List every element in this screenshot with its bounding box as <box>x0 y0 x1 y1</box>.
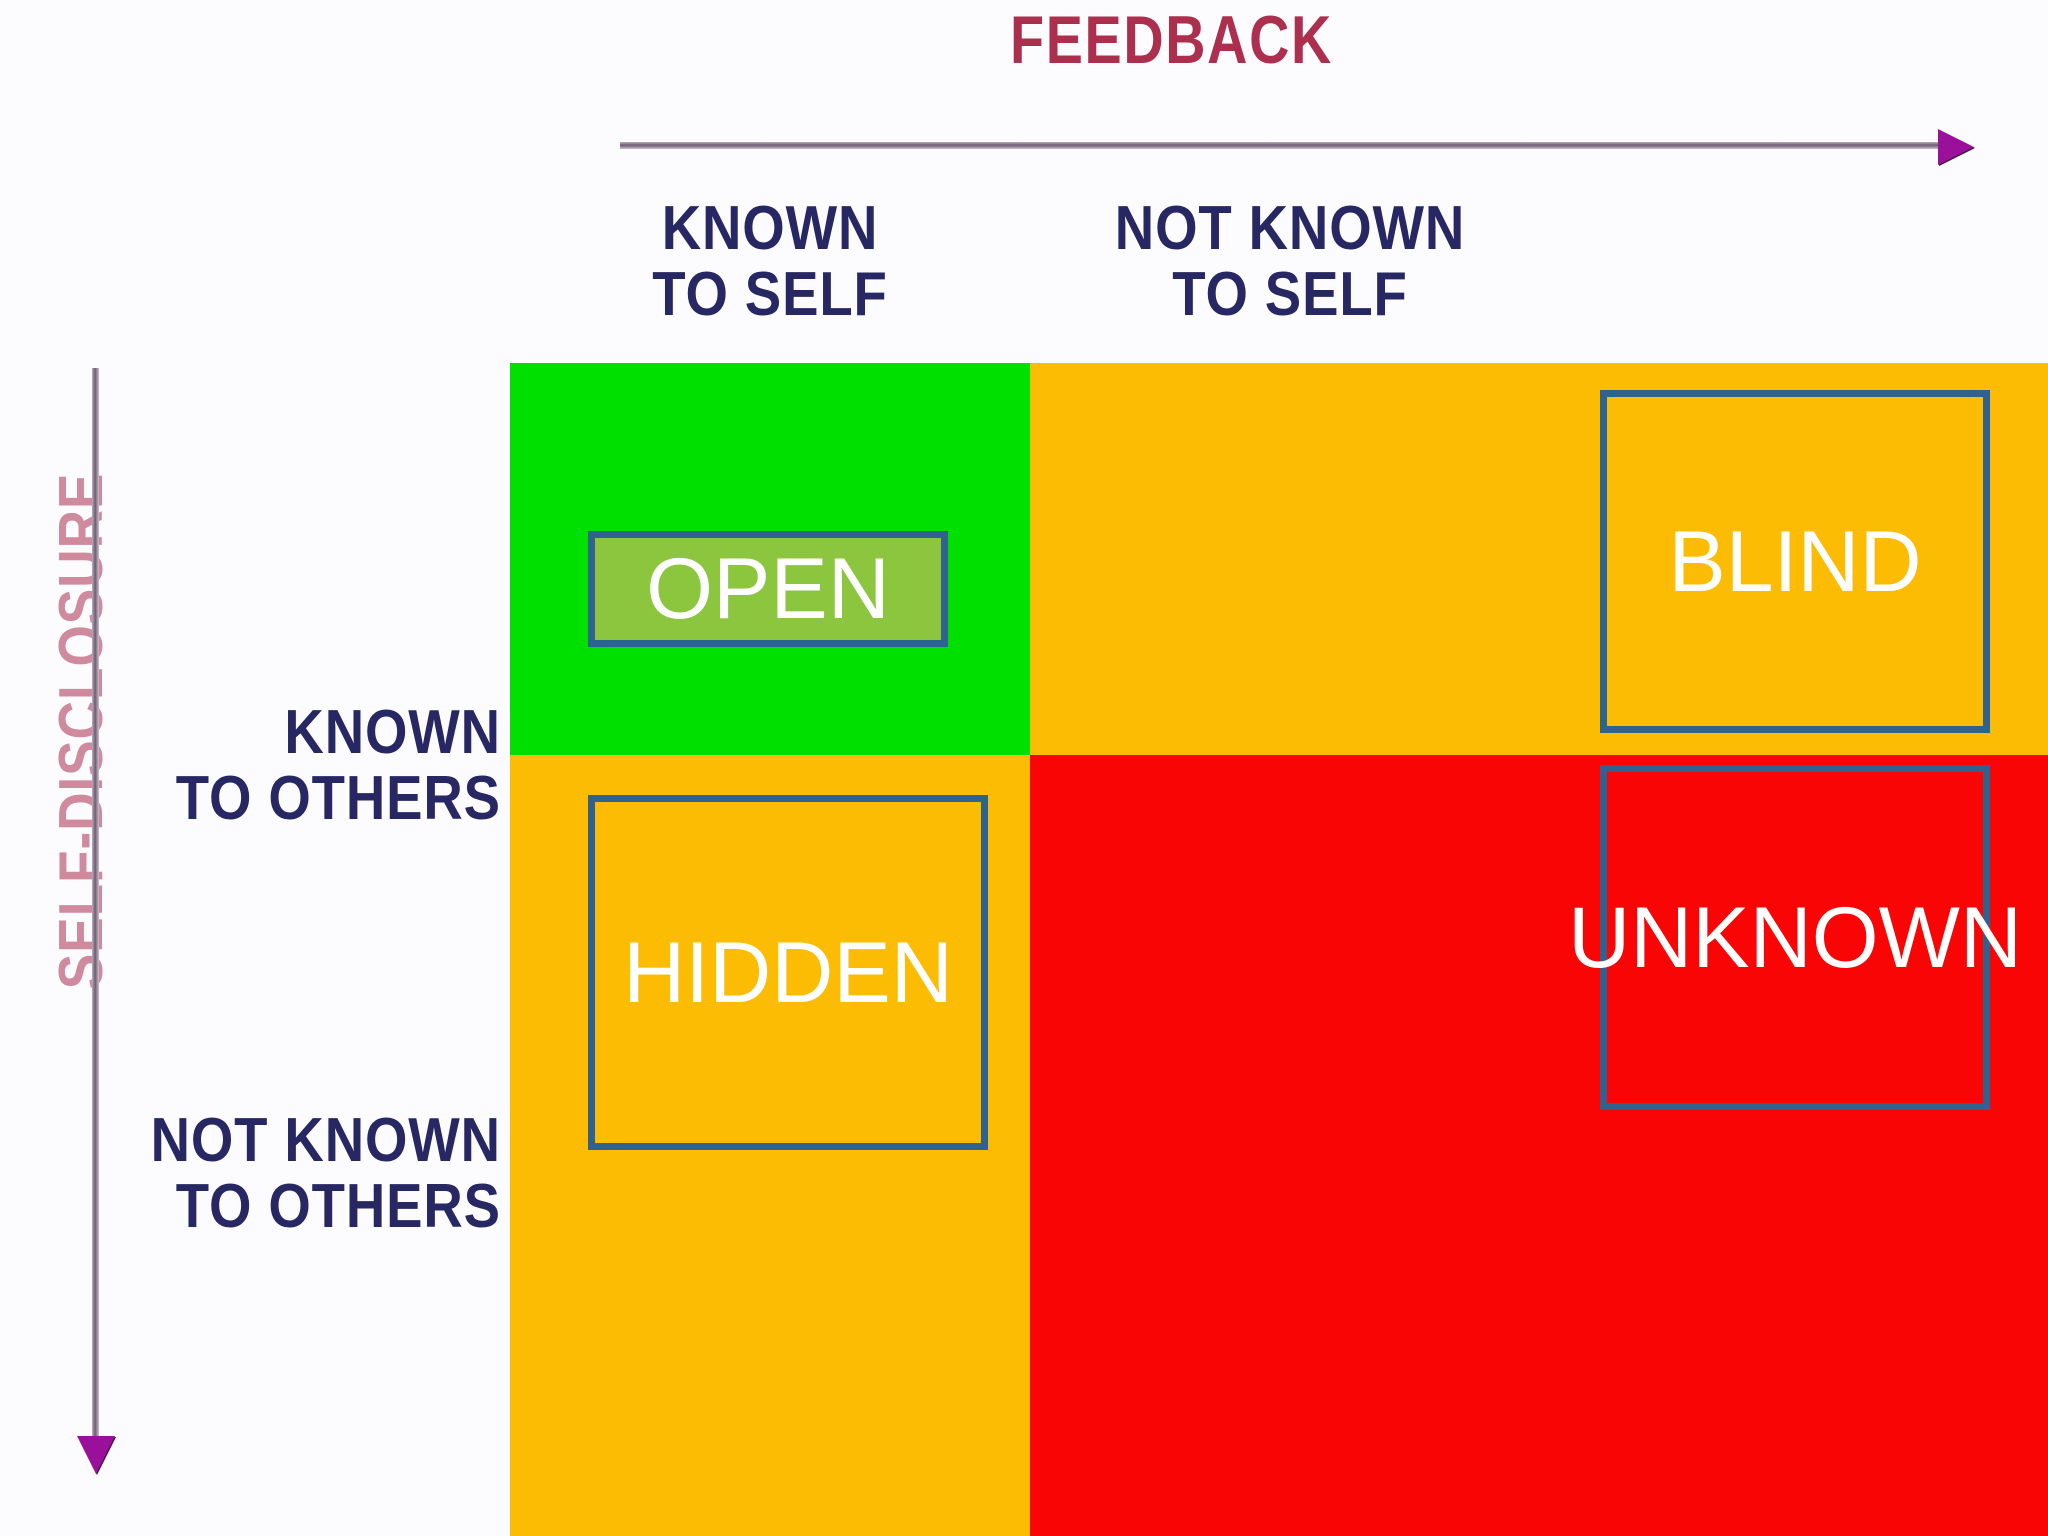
quadrant-blind-label-box: BLIND <box>1600 390 1990 733</box>
feedback-axis-arrow <box>620 129 2000 165</box>
self-disclosure-axis-arrow <box>77 368 115 1498</box>
column-header-known-to-self: KNOWN TO SELF <box>541 194 999 330</box>
row-header-line2: TO OTHERS <box>175 1172 501 1242</box>
quadrant-hidden-label: HIDDEN <box>623 924 953 1021</box>
self-disclosure-arrow-head-icon <box>77 1436 115 1474</box>
quadrant-blind[interactable]: BLIND <box>1030 363 2048 755</box>
quadrant-hidden-label-box: HIDDEN <box>588 795 988 1150</box>
column-header-not-known-to-self: NOT KNOWN TO SELF <box>1061 194 1519 330</box>
quadrant-hidden[interactable]: HIDDEN <box>510 755 1030 1536</box>
column-header-line2: TO SELF <box>1172 260 1408 330</box>
quadrant-unknown-label-box: UNKNOWN <box>1568 765 2022 1110</box>
feedback-arrow-head-icon <box>1938 129 1974 165</box>
quadrant-open[interactable]: OPEN <box>510 363 1030 755</box>
self-disclosure-arrow-shaft <box>92 368 99 1448</box>
row-header-not-known-to-others: NOT KNOWN TO OTHERS <box>87 1106 508 1242</box>
column-header-line1: NOT KNOWN <box>1114 194 1466 263</box>
quadrant-unknown[interactable]: UNKNOWN <box>1030 755 2048 1536</box>
johari-grid: OPEN BLIND HIDDEN UNKNOWN <box>510 363 2048 1536</box>
quadrant-unknown-label: UNKNOWN <box>1568 889 2022 986</box>
column-header-line1: KNOWN <box>661 194 879 263</box>
quadrant-open-label-box: OPEN <box>588 531 948 647</box>
column-header-line2: TO SELF <box>652 260 888 330</box>
row-header-line1: KNOWN <box>284 698 501 767</box>
row-header-line2: TO OTHERS <box>175 764 501 834</box>
feedback-axis-label: FEEDBACK <box>1010 2 1333 78</box>
quadrant-open-label: OPEN <box>646 541 890 637</box>
feedback-arrow-shaft <box>620 142 1950 149</box>
row-header-line1: NOT KNOWN <box>150 1106 501 1175</box>
quadrant-blind-label: BLIND <box>1668 513 1922 610</box>
row-header-known-to-others: KNOWN TO OTHERS <box>87 698 508 834</box>
